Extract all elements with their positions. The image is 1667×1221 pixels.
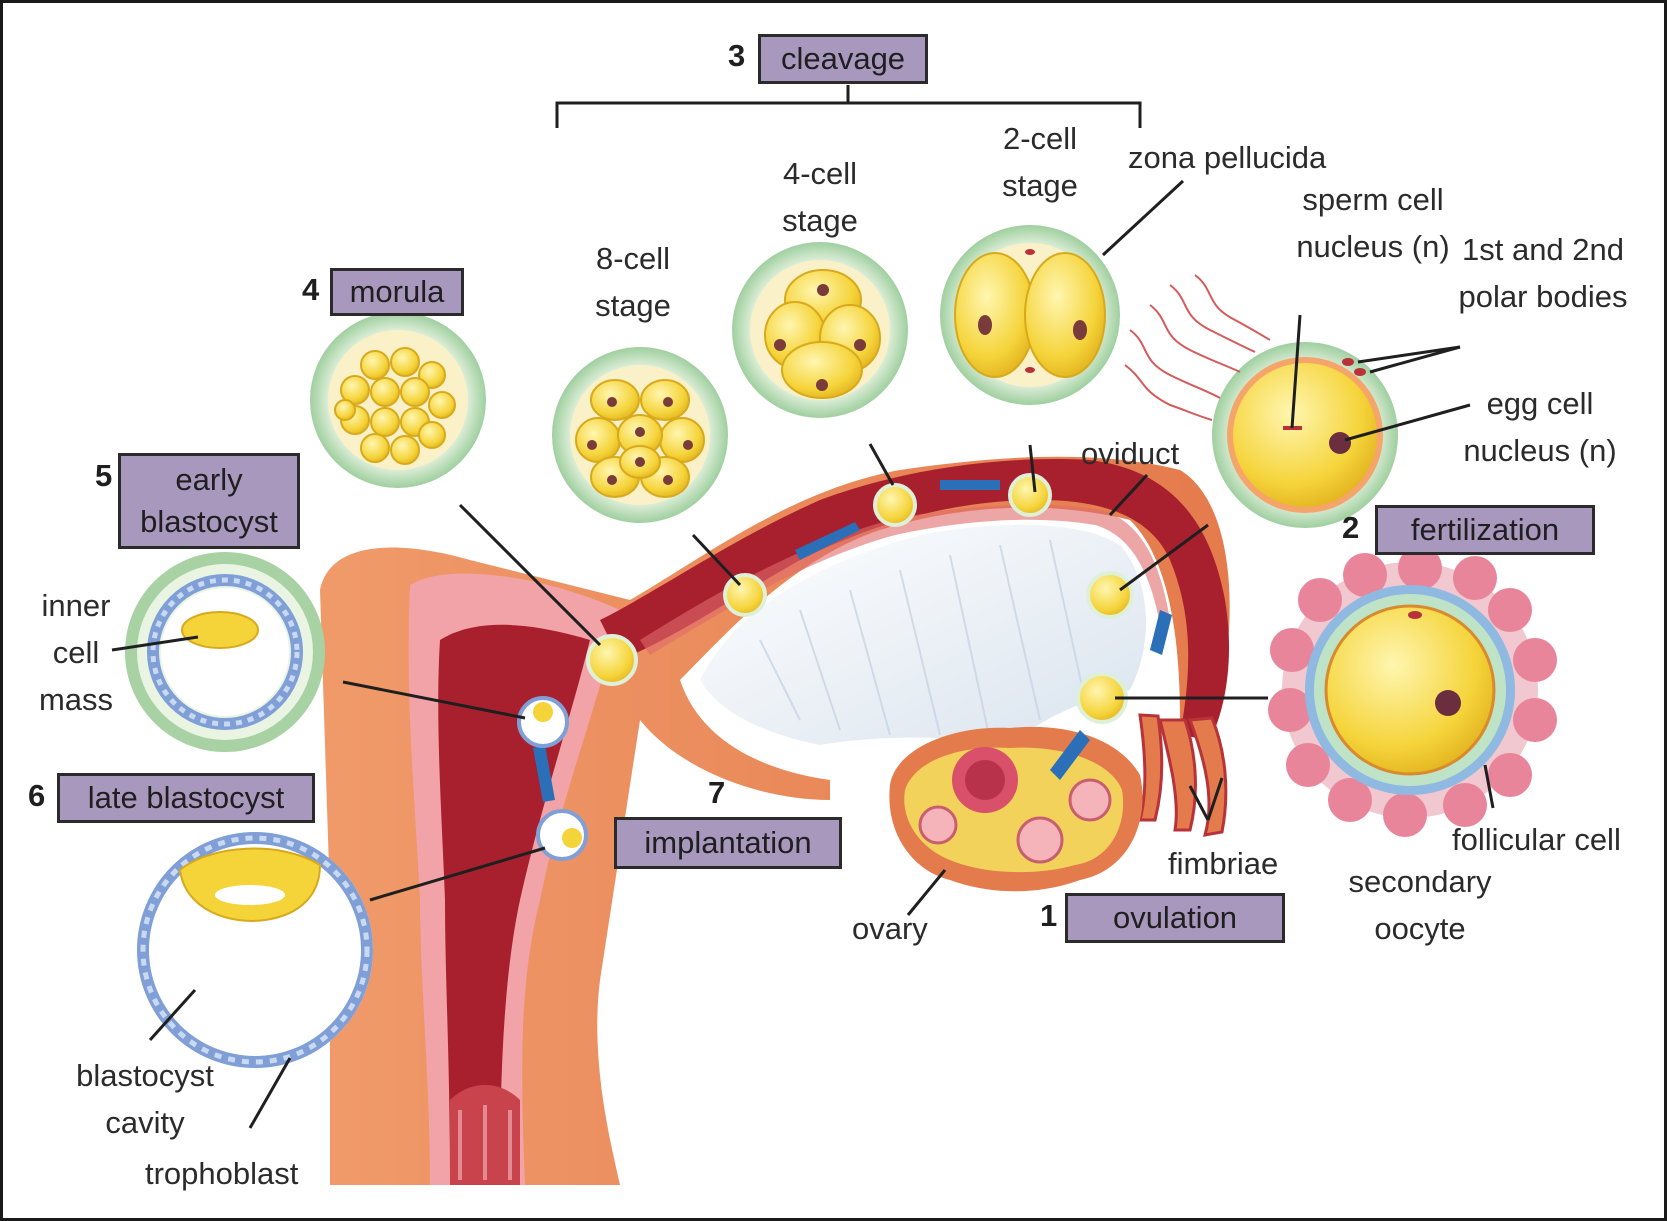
inner-cell-mass-label: inner cell mass xyxy=(26,582,126,723)
step-6-number: 6 xyxy=(28,778,45,814)
secondary-oocyte-cell xyxy=(1268,546,1557,837)
fertilized-egg xyxy=(1212,342,1398,528)
ovary-label: ovary xyxy=(852,905,928,952)
two-cell-embryo xyxy=(940,225,1120,405)
egg-cell-nucleus-label: egg cell nucleus (n) xyxy=(1460,380,1620,474)
step-5-early-blastocyst-label: early blastocyst xyxy=(118,453,300,549)
early-blastocyst-embryo xyxy=(125,552,325,752)
ovary-shape xyxy=(889,727,1142,891)
sperm-cell-nucleus-label: sperm cell nucleus (n) xyxy=(1283,176,1463,270)
four-cell-embryo xyxy=(732,242,908,418)
morula-embryo xyxy=(310,312,486,488)
step-7-number: 7 xyxy=(708,775,725,811)
step-3-number: 3 xyxy=(728,38,745,74)
step-4-morula-label: morula xyxy=(330,268,464,316)
polar-bodies-label: 1st and 2nd polar bodies xyxy=(1448,226,1638,320)
step-3-cleavage-label: cleavage xyxy=(758,34,928,84)
step-2-number: 2 xyxy=(1342,510,1359,546)
two-cell-stage-label: 2-cell stage xyxy=(985,115,1095,209)
step-5-number: 5 xyxy=(95,458,112,494)
step-4-number: 4 xyxy=(302,272,319,308)
step-1-number: 1 xyxy=(1040,898,1057,934)
late-blastocyst-embryo xyxy=(137,832,373,1068)
step-6-late-blastocyst-label: late blastocyst xyxy=(57,773,315,823)
trophoblast-label: trophoblast xyxy=(145,1150,298,1197)
fimbriae-shape xyxy=(1140,715,1226,835)
eight-cell-embryo xyxy=(552,347,728,523)
zona-pellucida-label: zona pellucida xyxy=(1128,134,1326,181)
secondary-oocyte-label: secondary oocyte xyxy=(1330,858,1510,952)
eight-cell-stage-label: 8-cell stage xyxy=(578,235,688,329)
oviduct-label: oviduct xyxy=(1081,430,1179,477)
follicular-cell-label: follicular cell xyxy=(1452,816,1621,863)
blastocyst-cavity-label: blastocyst cavity xyxy=(60,1052,230,1146)
four-cell-stage-label: 4-cell stage xyxy=(765,150,875,244)
step-7-implantation-label: implantation xyxy=(614,817,842,869)
fimbriae-label: fimbriae xyxy=(1168,840,1278,887)
step-2-fertilization-label: fertilization xyxy=(1375,505,1595,555)
step-1-ovulation-label: ovulation xyxy=(1065,893,1285,943)
